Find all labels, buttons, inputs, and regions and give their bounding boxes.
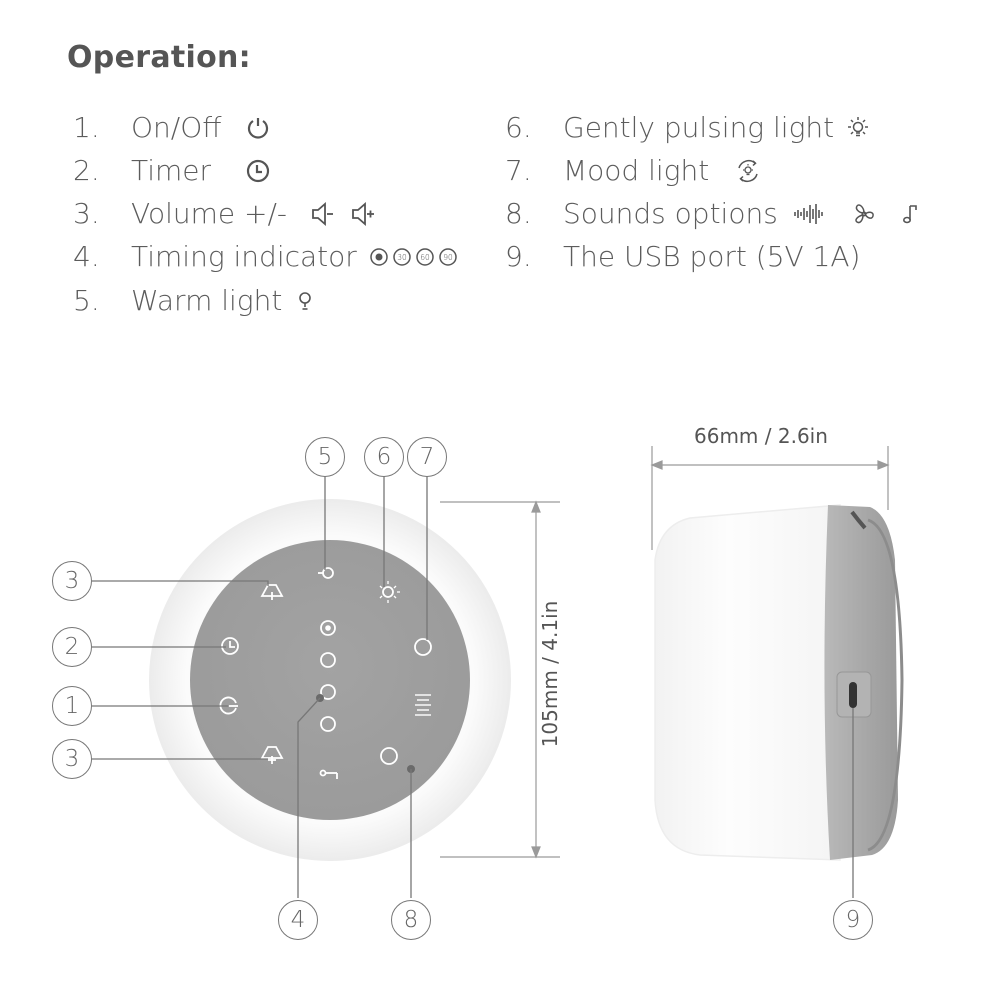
item-label: Timer	[131, 154, 212, 187]
callout-7: 7	[407, 437, 447, 477]
callout-6: 6	[364, 437, 404, 477]
item-label: Gently pulsing light	[563, 111, 835, 144]
leader-lines	[92, 476, 428, 898]
music-note-icon	[901, 201, 921, 227]
operation-item-2: 2. Timer	[73, 153, 473, 189]
item-number: 2.	[73, 154, 100, 187]
operation-item-3: 3. Volume +/-	[73, 196, 473, 232]
item-number: 7.	[505, 154, 532, 187]
callout-2: 2	[52, 627, 92, 667]
usb-c-port	[849, 682, 857, 708]
pulsing-bulb-icon	[845, 115, 871, 141]
timer-90-icon: 90	[438, 247, 458, 267]
timer-60-icon: 60	[415, 247, 435, 267]
callout-8: 8	[391, 900, 431, 940]
width-dimension-lines	[650, 446, 890, 550]
item-number: 5.	[73, 284, 100, 317]
operation-item-1: 1. On/Off	[73, 110, 473, 146]
volume-up-icon	[349, 201, 375, 227]
operation-item-7: 7. Mood light	[505, 153, 925, 189]
item-label: Volume +/-	[131, 197, 288, 230]
side-body	[654, 504, 841, 861]
item-label: Timing indicator	[131, 240, 357, 273]
callout-4: 4	[278, 900, 318, 940]
item-number: 1.	[73, 111, 100, 144]
svg-text:90: 90	[443, 253, 453, 262]
item-label: Sounds options	[563, 197, 778, 230]
item-number: 8.	[505, 197, 532, 230]
item-number: 3.	[73, 197, 100, 230]
sound-wave-icon	[793, 201, 827, 227]
callout-3-bottom: 3	[52, 739, 92, 779]
operation-item-8: 8. Sounds options	[505, 196, 945, 232]
timer-30-icon: 30	[392, 247, 412, 267]
svg-text:60: 60	[420, 253, 430, 262]
bulb-icon	[295, 290, 315, 312]
callout-3-top: 3	[52, 561, 92, 601]
operation-item-5: 5. Warm light	[73, 283, 473, 319]
item-label: Warm light	[131, 284, 283, 317]
power-icon	[245, 115, 271, 141]
control-panel	[190, 540, 470, 820]
fan-icon	[851, 201, 877, 227]
callout-9: 9	[833, 900, 873, 940]
side-view	[650, 446, 904, 898]
mood-light-cycle-icon	[735, 158, 761, 184]
item-number: 9.	[505, 240, 532, 273]
callout-1: 1	[52, 686, 92, 726]
item-label: Mood light	[563, 154, 710, 187]
height-dimension-label: 105mm / 4.1in	[538, 600, 562, 748]
volume-down-icon	[309, 201, 335, 227]
operation-item-9: 9. The USB port (5V 1A)	[505, 239, 925, 275]
width-dimension-label: 66mm / 2.6in	[694, 424, 828, 448]
item-label: On/Off	[131, 111, 222, 144]
front-view	[92, 476, 560, 898]
operation-item-6: 6. Gently pulsing light	[505, 110, 925, 146]
item-number: 4.	[73, 240, 100, 273]
svg-text:30: 30	[397, 253, 407, 262]
panel-icons	[219, 567, 432, 779]
clock-icon	[245, 158, 271, 184]
operation-item-4: 4. Timing indicator 30 60 90	[73, 239, 493, 275]
item-label: The USB port (5V 1A)	[563, 240, 861, 273]
callout-5: 5	[305, 437, 345, 477]
page-title: Operation:	[67, 40, 251, 75]
item-number: 6.	[505, 111, 532, 144]
height-dimension-lines	[440, 500, 560, 859]
dot-indicator-icon	[369, 247, 389, 267]
